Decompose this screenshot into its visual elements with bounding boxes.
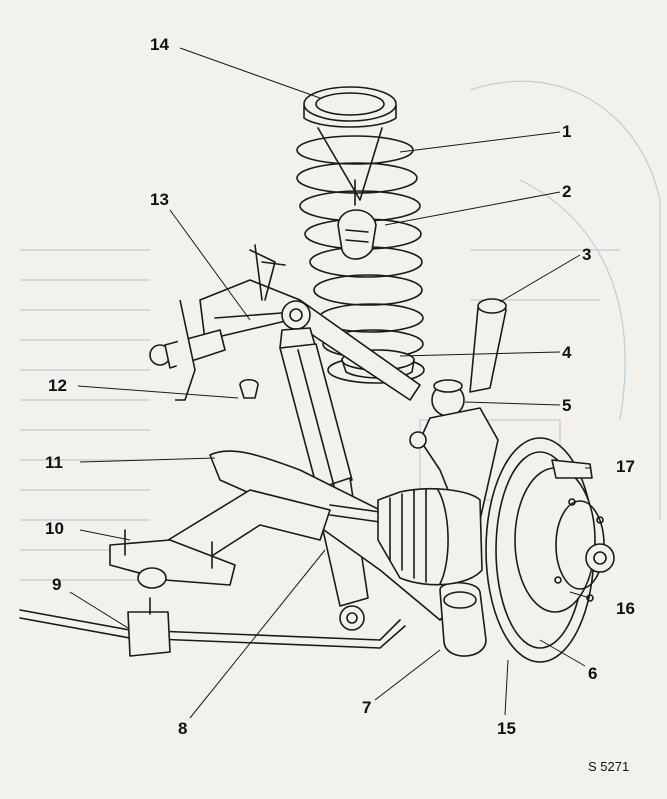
callout-13: 13 bbox=[150, 190, 169, 209]
callout-16: 16 bbox=[616, 599, 635, 618]
callout-3: 3 bbox=[582, 245, 591, 264]
bump-stop bbox=[317, 127, 383, 260]
spring-upper-seat bbox=[303, 86, 397, 128]
callout-17: 17 bbox=[616, 457, 635, 476]
callout-12: 12 bbox=[48, 376, 67, 395]
callout-8: 8 bbox=[178, 719, 187, 738]
callout-9: 9 bbox=[52, 575, 61, 594]
callout-11: 11 bbox=[45, 453, 63, 472]
callout-10: 10 bbox=[45, 519, 64, 538]
steering-knuckle bbox=[409, 298, 507, 657]
callout-2: 2 bbox=[562, 182, 571, 201]
callout-5: 5 bbox=[562, 396, 571, 415]
upper-control-arm bbox=[149, 244, 421, 401]
callout-6: 6 bbox=[588, 664, 597, 683]
callout-4: 4 bbox=[562, 343, 572, 362]
brake-disc bbox=[485, 437, 615, 663]
callout-1: 1 bbox=[562, 122, 571, 141]
callout-15: 15 bbox=[497, 719, 516, 738]
callout-labels: 14 1 2 3 4 5 17 16 6 15 7 8 9 10 11 12 1… bbox=[45, 35, 635, 738]
leader-lines bbox=[69, 47, 591, 719]
lower-control-arm bbox=[109, 450, 461, 621]
callout-7: 7 bbox=[362, 698, 371, 717]
figure-code: S 5271 bbox=[588, 759, 629, 774]
stabilizer-bar bbox=[19, 597, 406, 657]
drive-shaft-boot bbox=[329, 487, 483, 586]
callout-14: 14 bbox=[150, 35, 169, 54]
